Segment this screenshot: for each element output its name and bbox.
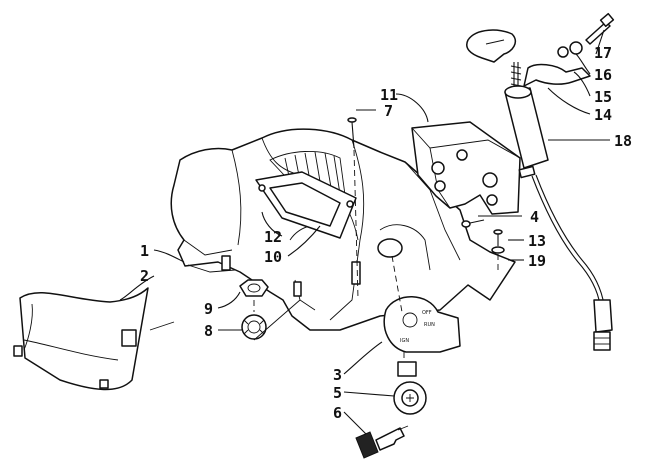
callout-19: 19 [528, 252, 546, 270]
callout-16: 16 [594, 66, 612, 84]
switch-ign-label: IGN [400, 338, 409, 344]
gasket-plate [255, 171, 357, 239]
ignition-decal: OFF RUN IGN [383, 296, 461, 353]
switch-off-label: OFF [422, 310, 432, 316]
callout-7: 7 [384, 102, 393, 120]
callout-14: 14 [594, 106, 612, 124]
callout-10: 10 [264, 248, 282, 266]
callouts: 1 2 3 4 5 6 7 8 9 10 11 12 13 14 15 16 1… [140, 44, 632, 422]
callout-4: 4 [530, 208, 539, 226]
callout-13: 13 [528, 232, 546, 250]
tab-slot [221, 255, 231, 271]
mounting-bracket [411, 121, 521, 215]
callout-8: 8 [204, 322, 213, 340]
stem-threads [510, 65, 522, 87]
callout-15: 15 [594, 88, 612, 106]
callout-17: 17 [594, 44, 612, 62]
screw-4 [461, 219, 485, 228]
callout-6: 6 [333, 404, 342, 422]
screw-7 [347, 117, 357, 149]
callout-12: 12 [264, 228, 282, 246]
callout-3: 3 [333, 366, 342, 384]
callout-1: 1 [140, 242, 149, 260]
callout-5: 5 [333, 384, 342, 402]
callout-18: 18 [614, 132, 632, 150]
nut-9 [239, 279, 269, 297]
callout-9: 9 [204, 300, 213, 318]
hood-piece [13, 287, 149, 391]
knob [466, 29, 516, 63]
callout-2: 2 [140, 267, 149, 285]
ignition-switch [393, 361, 427, 415]
ignition-key [355, 425, 409, 459]
washer-19 [491, 246, 505, 254]
switch-run-label: RUN [424, 322, 435, 328]
lockwasher-8 [241, 314, 267, 340]
primer-assembly [466, 12, 615, 351]
leader-lines [119, 29, 610, 435]
callout-11: 11 [380, 86, 398, 104]
bolt-13 [491, 229, 505, 254]
